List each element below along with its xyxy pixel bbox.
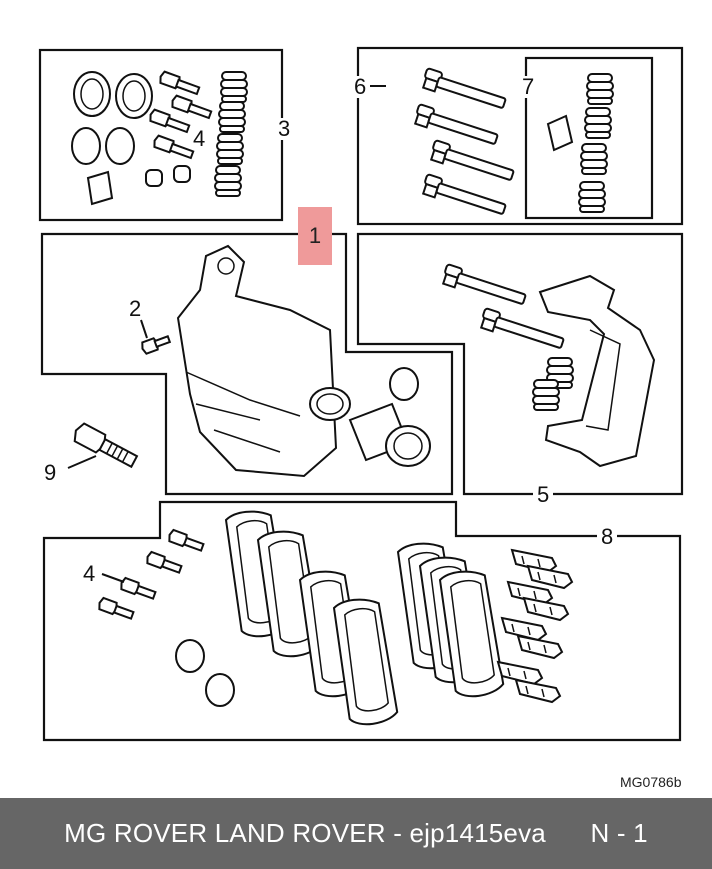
callout-2: 2 <box>129 296 142 321</box>
callout-3: 3 <box>276 116 293 141</box>
caliper-bolt <box>73 422 139 469</box>
callout-9: 9 <box>44 460 57 485</box>
seal-kit-box <box>38 48 284 222</box>
callout-4-bottom: 4 <box>83 561 96 586</box>
callout-5: 5 <box>533 484 554 506</box>
callout-8: 8 <box>597 526 618 548</box>
pad-kit-box <box>42 500 682 742</box>
footer-title: MG ROVER LAND ROVER - ejp1415eva N - 1 <box>64 818 648 848</box>
callout-7: 7 <box>520 74 537 99</box>
carrier-box <box>356 232 684 496</box>
caliper-assembly-box <box>40 232 454 496</box>
footer-bar: MG ROVER LAND ROVER - ejp1415eva N - 1 <box>0 798 712 869</box>
diagram-reference-code: MG0786b <box>620 774 682 790</box>
callout-4-top: 4 <box>193 126 206 151</box>
guide-pin-kit-box <box>356 46 684 226</box>
parts-diagram <box>38 46 684 742</box>
callout-6: 6 <box>352 74 369 99</box>
callout-1: 1 <box>298 207 332 265</box>
